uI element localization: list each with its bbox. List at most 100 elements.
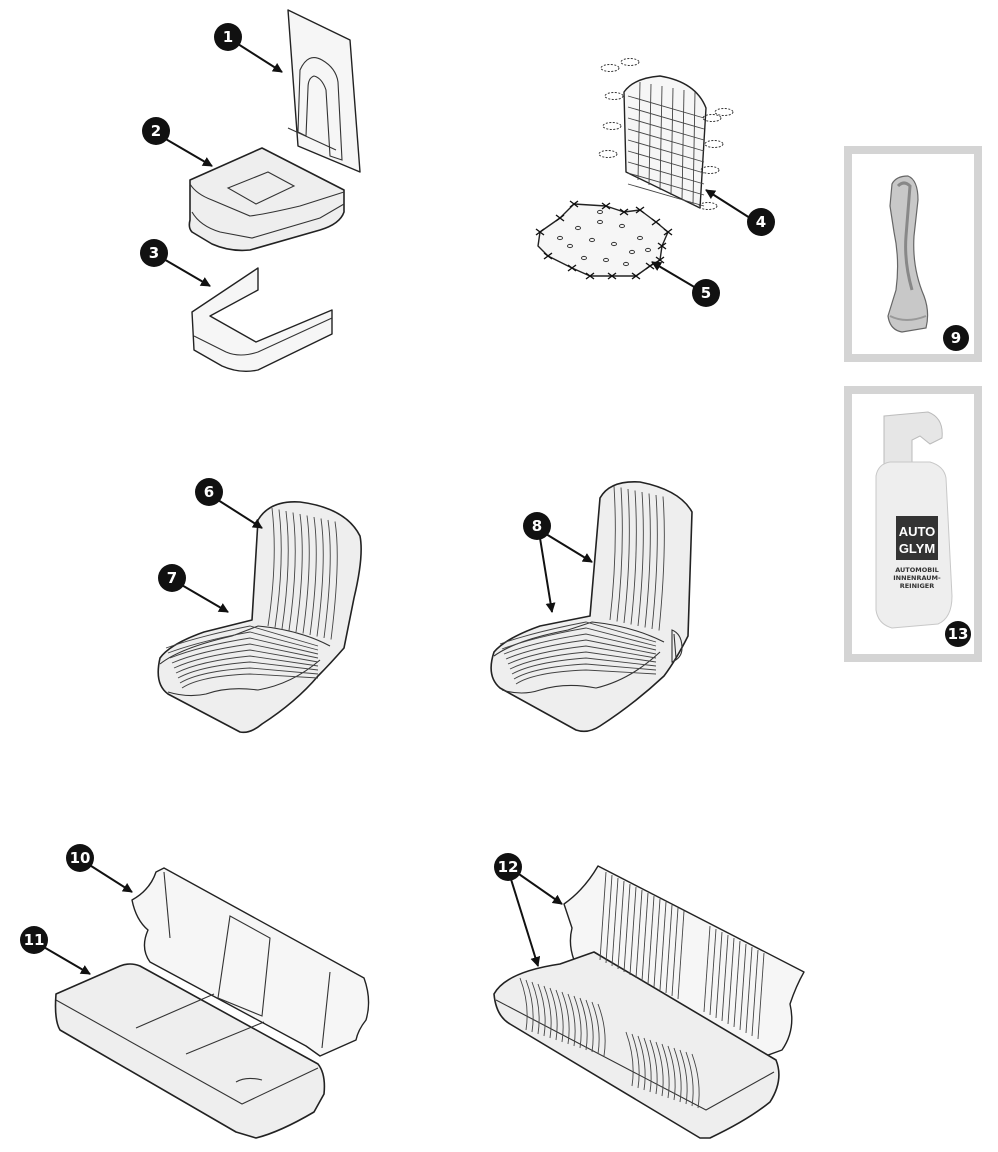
cushion-pleat [505, 639, 657, 660]
cushion-pleat [585, 999, 594, 1053]
cushion-pleat [679, 1049, 688, 1105]
back-pleat [635, 889, 643, 979]
callout-11-label: 11 [24, 931, 45, 949]
callout-4: 4 [747, 208, 775, 236]
diaphragm-clip [607, 272, 617, 280]
back-pleat [637, 491, 644, 627]
diaphragm-clip [535, 228, 545, 236]
callout-7: 7 [158, 564, 186, 592]
back-pleat [658, 496, 665, 631]
diaphragm-hole [597, 219, 603, 225]
part-8-reclining-seat-cover [490, 481, 693, 733]
cushion-pleat [625, 1031, 634, 1087]
cushion-pleat [649, 1039, 658, 1095]
back-pleat [309, 516, 317, 636]
back-pleat [721, 934, 729, 1022]
part-13-cleaner-bottle-panel: AUTO GLYM AUTOMOBIL INNENRAUM- REINIGER [844, 386, 982, 662]
back-pleat [295, 513, 303, 633]
diaphragm-hole [581, 255, 587, 261]
leader-4 [705, 189, 751, 219]
cushion-pleat [181, 673, 319, 689]
callout-9: 9 [943, 325, 969, 351]
tension-spring [702, 114, 722, 122]
callout-2-label: 2 [151, 122, 161, 140]
back-pleat [644, 493, 651, 628]
diaphragm-hole [623, 261, 629, 267]
part-3-seat-trim-panel [191, 267, 333, 373]
cushion-pleat [597, 1003, 606, 1057]
tension-spring [714, 108, 734, 116]
diaphragm-hole [557, 235, 563, 241]
back-pleat [288, 512, 296, 631]
leader-lines [41, 43, 751, 975]
back-pleat [677, 910, 685, 1000]
tension-spring [598, 150, 618, 158]
callout-12-label: 12 [498, 858, 519, 876]
cushion-pleat [179, 667, 319, 684]
back-pleat [665, 904, 673, 994]
diaphragm-clip [555, 214, 565, 222]
diaphragm-hole [637, 235, 643, 241]
diaphragm-clip [601, 202, 611, 210]
back-pleat [623, 488, 630, 624]
frame-rib [627, 128, 705, 152]
back-pleat [709, 928, 717, 1016]
callout-7-label: 7 [167, 569, 177, 587]
diaphragm-clip [635, 206, 645, 214]
callout-6-label: 6 [204, 483, 214, 501]
leader-11 [41, 945, 91, 975]
leader-3 [161, 257, 211, 287]
back-pleat [605, 874, 613, 964]
part-1-backrest-panel [287, 9, 361, 173]
back-pleat [641, 892, 649, 982]
callout-6: 6 [195, 478, 223, 506]
back-pleat [267, 507, 275, 627]
cushion-pleat [525, 979, 534, 1033]
back-pleat [745, 946, 753, 1034]
tension-spring [620, 58, 640, 66]
back-pleat [715, 931, 723, 1019]
leader-8b [539, 537, 556, 613]
leader-7 [179, 583, 229, 613]
diaphragm-clip [663, 228, 673, 236]
cushion-pleat [561, 991, 570, 1045]
cushion-pleat [555, 989, 564, 1043]
cushion-pleat [171, 643, 319, 664]
frame-rib [627, 95, 705, 119]
diaphragm-clip [651, 218, 661, 226]
back-pleat [617, 880, 625, 970]
cushion-pleat [501, 627, 657, 650]
cushion-pleat [567, 993, 576, 1047]
cushion-pleat [673, 1047, 682, 1103]
diaphragm-hole [619, 223, 625, 229]
diaphragm-clip [567, 264, 577, 272]
callout-5: 5 [692, 279, 720, 307]
frame-rib [637, 81, 641, 181]
tension-spring [704, 140, 724, 148]
callout-10-label: 10 [70, 849, 91, 867]
leader-8a [545, 533, 593, 563]
callout-13: 13 [945, 621, 971, 647]
leader-6 [217, 499, 263, 529]
back-pleat [609, 485, 616, 621]
cushion-pleat [573, 995, 582, 1049]
cushion-pleat [513, 663, 657, 680]
diaphragm-hole [575, 225, 581, 231]
back-pleat [323, 519, 331, 639]
cushion-pleat [543, 985, 552, 1039]
callout-13-label: 13 [948, 625, 969, 643]
back-pleat [330, 521, 338, 640]
part-6-7-seat-cover [157, 501, 362, 734]
callout-2: 2 [142, 117, 170, 145]
tension-spring [600, 64, 620, 72]
frame-rib [627, 139, 705, 163]
back-pleat [651, 494, 658, 630]
leader-12b [509, 875, 541, 967]
frame-rib [692, 91, 696, 206]
diaphragm-hole [567, 243, 573, 249]
cushion-pleat [511, 657, 657, 675]
tension-spring [698, 202, 718, 210]
cushion-pleat [655, 1041, 664, 1097]
back-pleat [599, 871, 607, 961]
